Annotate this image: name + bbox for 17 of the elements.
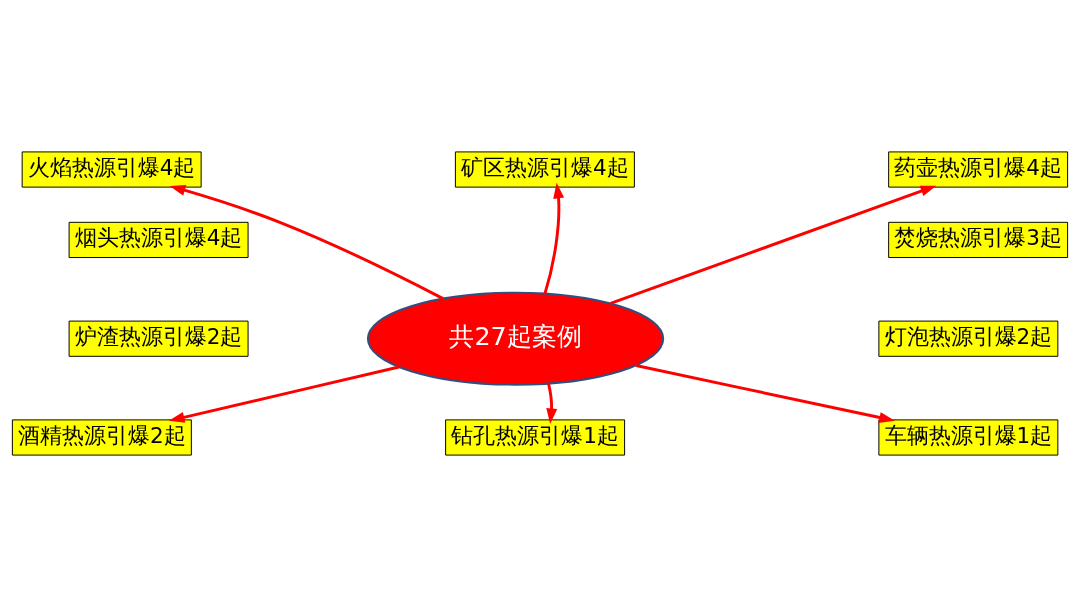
arrow [546, 383, 558, 425]
node-box: 药壶热源引爆4起 [888, 151, 1069, 188]
node-box: 炉渣热源引爆2起 [68, 320, 249, 357]
arrow [168, 365, 400, 423]
node-ellipse: 共27起案例 [366, 291, 665, 386]
arrow [635, 364, 895, 423]
arrow [169, 185, 444, 300]
node-box: 灯泡热源引爆2起 [878, 320, 1059, 357]
arrow [610, 185, 937, 305]
node-box: 钻孔热源引爆1起 [445, 419, 626, 456]
node-box: 火焰热源引爆4起 [21, 151, 202, 188]
arrow [543, 182, 565, 294]
node-box: 烟头热源引爆4起 [68, 221, 249, 258]
node-box: 车辆热源引爆1起 [878, 419, 1059, 456]
node-box: 酒精热源引爆2起 [11, 419, 192, 456]
node-box: 焚烧热源引爆3起 [888, 221, 1069, 258]
node-box: 矿区热源引爆4起 [454, 151, 635, 188]
